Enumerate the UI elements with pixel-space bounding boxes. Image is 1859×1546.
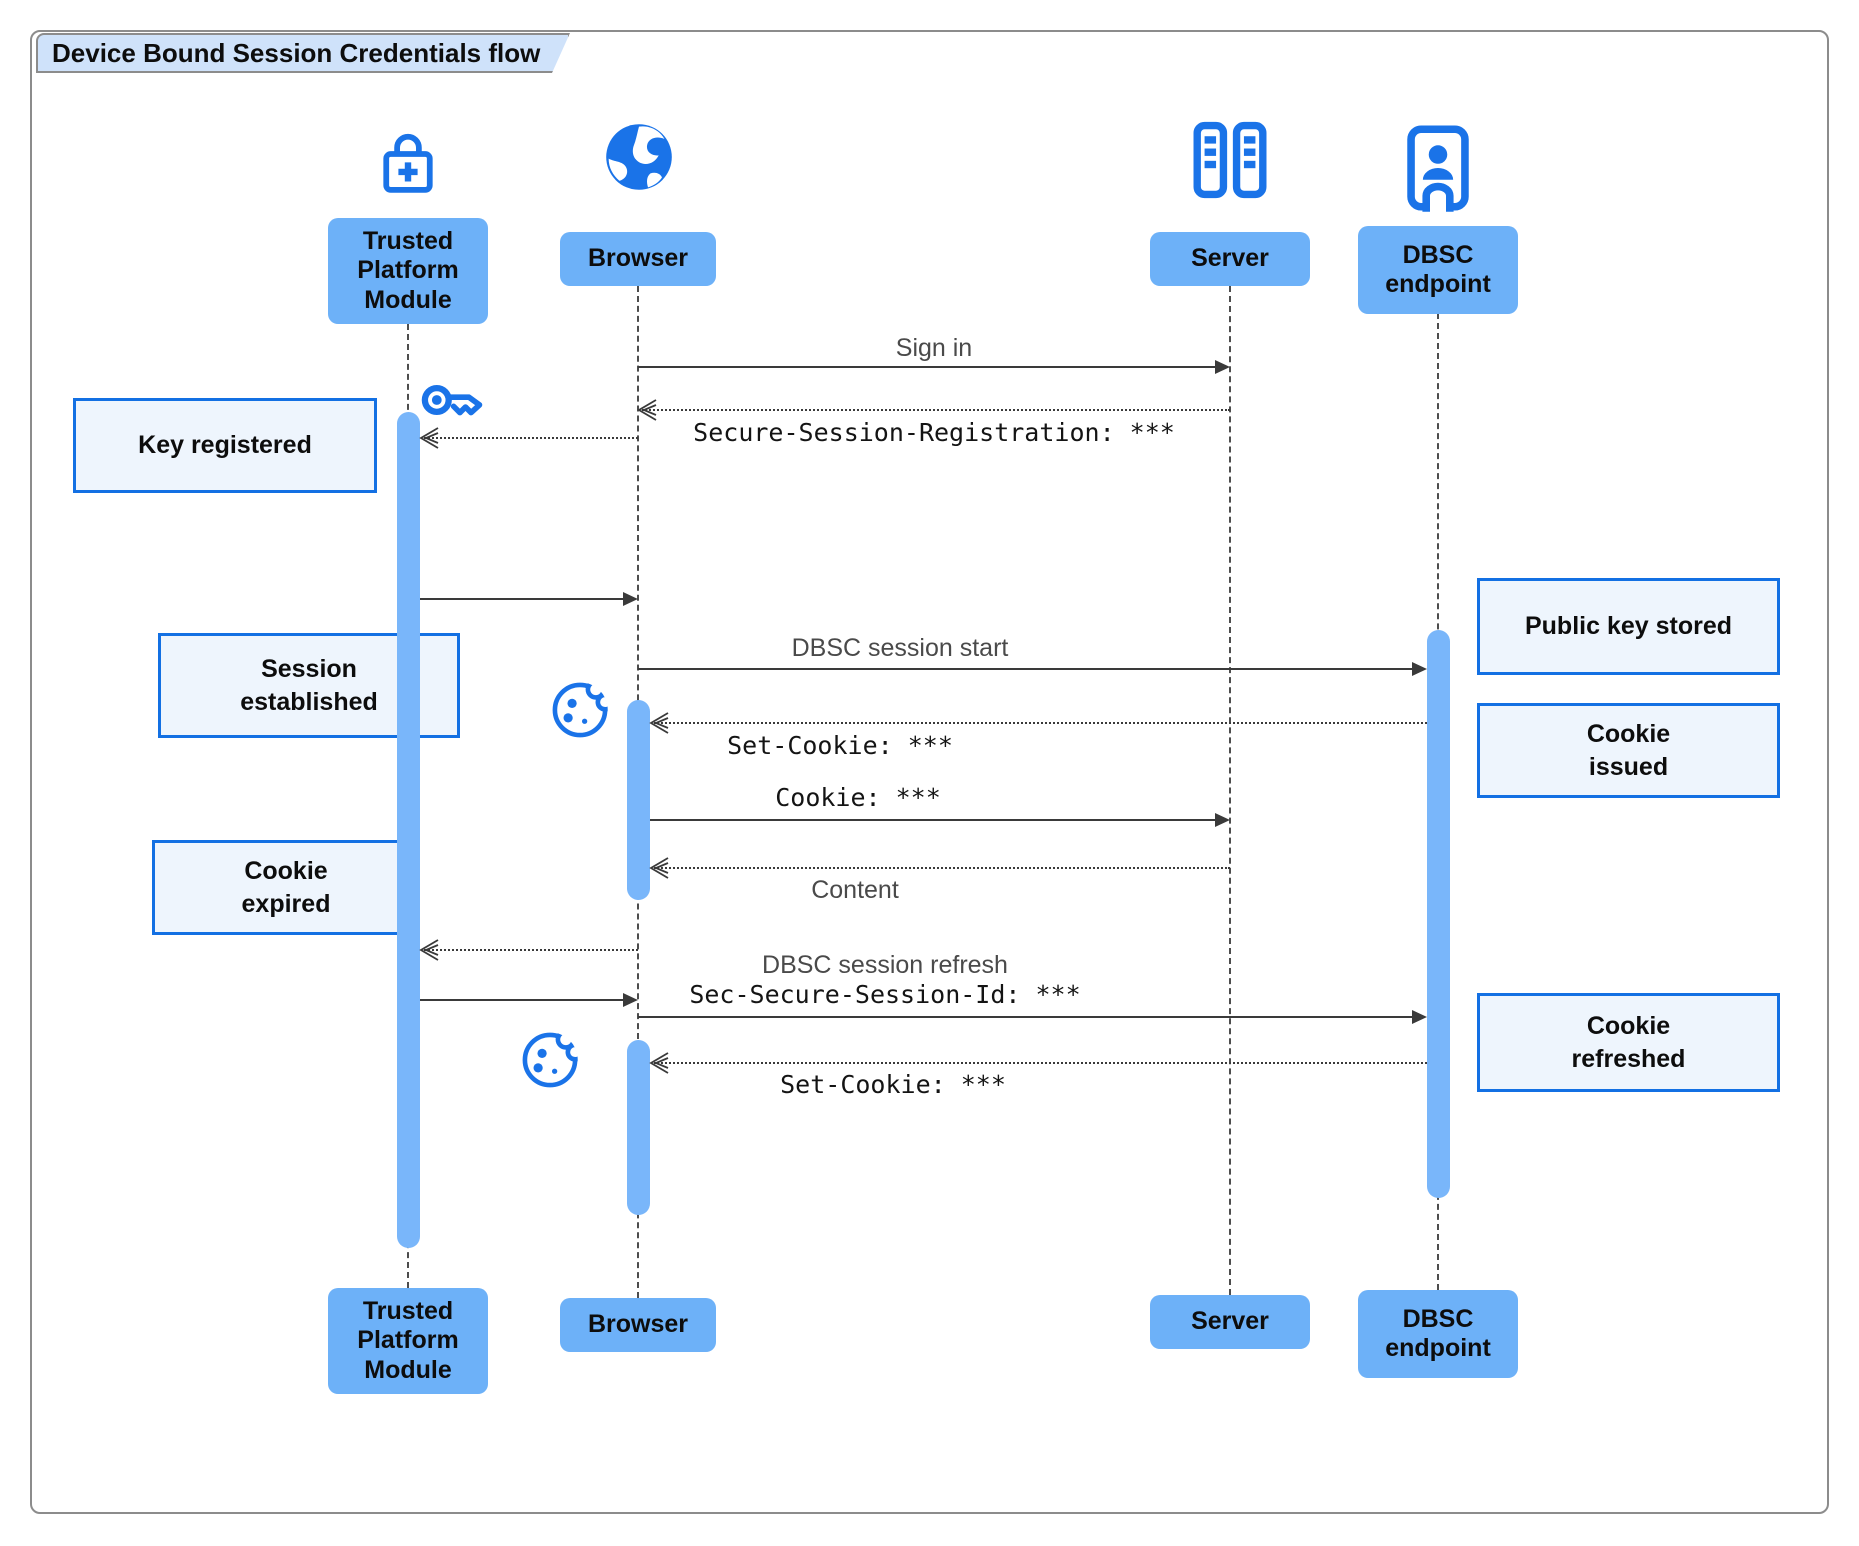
arrow-dbsc-session-start — [638, 668, 1412, 670]
cookie-icon — [522, 1032, 578, 1088]
arrow-browser-to-tpm-2 — [424, 949, 638, 951]
diagram-title: Device Bound Session Credentials flow — [36, 33, 570, 73]
actor-bottom-dbsc: DBSC endpoint — [1358, 1290, 1518, 1378]
actor-top-tpm: Trusted Platform Module — [328, 218, 488, 324]
note-cookie-issued: Cookie issued — [1477, 703, 1780, 798]
arrow-dbsc-session-refresh — [638, 1016, 1412, 1018]
actor-top-browser: Browser — [560, 232, 716, 286]
message-label-sign-in: Sign in — [895, 334, 973, 362]
arrow-set-cookie-2 — [654, 1062, 1427, 1064]
arrowhead-icon — [623, 592, 638, 606]
message-label-dbsc-session-refresh: DBSC session refresh — [762, 951, 1008, 979]
cookie-icon — [552, 682, 608, 738]
actor-bottom-server: Server — [1150, 1295, 1310, 1349]
open-arrowhead-icon — [419, 939, 439, 961]
message-label-set-cookie-1: Set-Cookie: *** — [727, 731, 953, 760]
arrowhead-icon — [1412, 1010, 1427, 1024]
arrow-cookie — [650, 819, 1216, 821]
server-rack-icon — [1193, 121, 1267, 199]
arrow-set-cookie-1 — [654, 722, 1427, 724]
note-cookie-expired: Cookie expired — [152, 840, 420, 935]
open-arrowhead-icon — [649, 1052, 669, 1074]
open-arrowhead-icon — [649, 857, 669, 879]
activation-bar-tpm — [397, 412, 420, 1248]
lock-plus-icon — [383, 133, 433, 193]
endpoint-door-icon — [1407, 125, 1469, 212]
message-label-secure-session-registration: Secure-Session-Registration: *** — [693, 418, 1175, 447]
note-session-established: Session established — [158, 633, 460, 738]
open-arrowhead-icon — [419, 427, 439, 449]
arrowhead-icon — [1215, 813, 1230, 827]
arrow-tpm-to-browser-2 — [420, 999, 623, 1001]
message-label-dbsc-session-start: DBSC session start — [791, 634, 1009, 662]
globe-icon — [606, 124, 672, 190]
open-arrowhead-icon — [649, 712, 669, 734]
arrow-secure-session-registration — [642, 409, 1230, 411]
arrowhead-icon — [1412, 662, 1427, 676]
actor-bottom-tpm: Trusted Platform Module — [328, 1288, 488, 1394]
key-icon — [421, 384, 483, 416]
arrow-sign-in — [638, 366, 1216, 368]
message-label-set-cookie-2: Set-Cookie: *** — [780, 1070, 1006, 1099]
open-arrowhead-icon — [637, 399, 657, 421]
actor-top-server: Server — [1150, 232, 1310, 286]
actor-bottom-browser: Browser — [560, 1298, 716, 1352]
note-public-key-stored: Public key stored — [1477, 578, 1780, 675]
message-label-content: Content — [811, 876, 899, 904]
activation-bar-browser-2 — [627, 1040, 650, 1215]
arrow-content — [654, 867, 1230, 869]
arrowhead-icon — [1215, 360, 1230, 374]
message-label-cookie: Cookie: *** — [775, 783, 941, 812]
arrowhead-icon — [623, 993, 638, 1007]
actor-top-dbsc: DBSC endpoint — [1358, 226, 1518, 314]
arrow-browser-to-tpm-1 — [424, 437, 638, 439]
message-label-sec-secure-session-id: Sec-Secure-Session-Id: *** — [689, 980, 1081, 1009]
lifeline-server — [1229, 286, 1231, 1295]
note-key-registered: Key registered — [73, 398, 377, 493]
activation-bar-browser-1 — [627, 700, 650, 900]
note-cookie-refreshed: Cookie refreshed — [1477, 993, 1780, 1092]
arrow-tpm-to-browser-1 — [420, 598, 623, 600]
activation-bar-dbsc — [1427, 630, 1450, 1198]
